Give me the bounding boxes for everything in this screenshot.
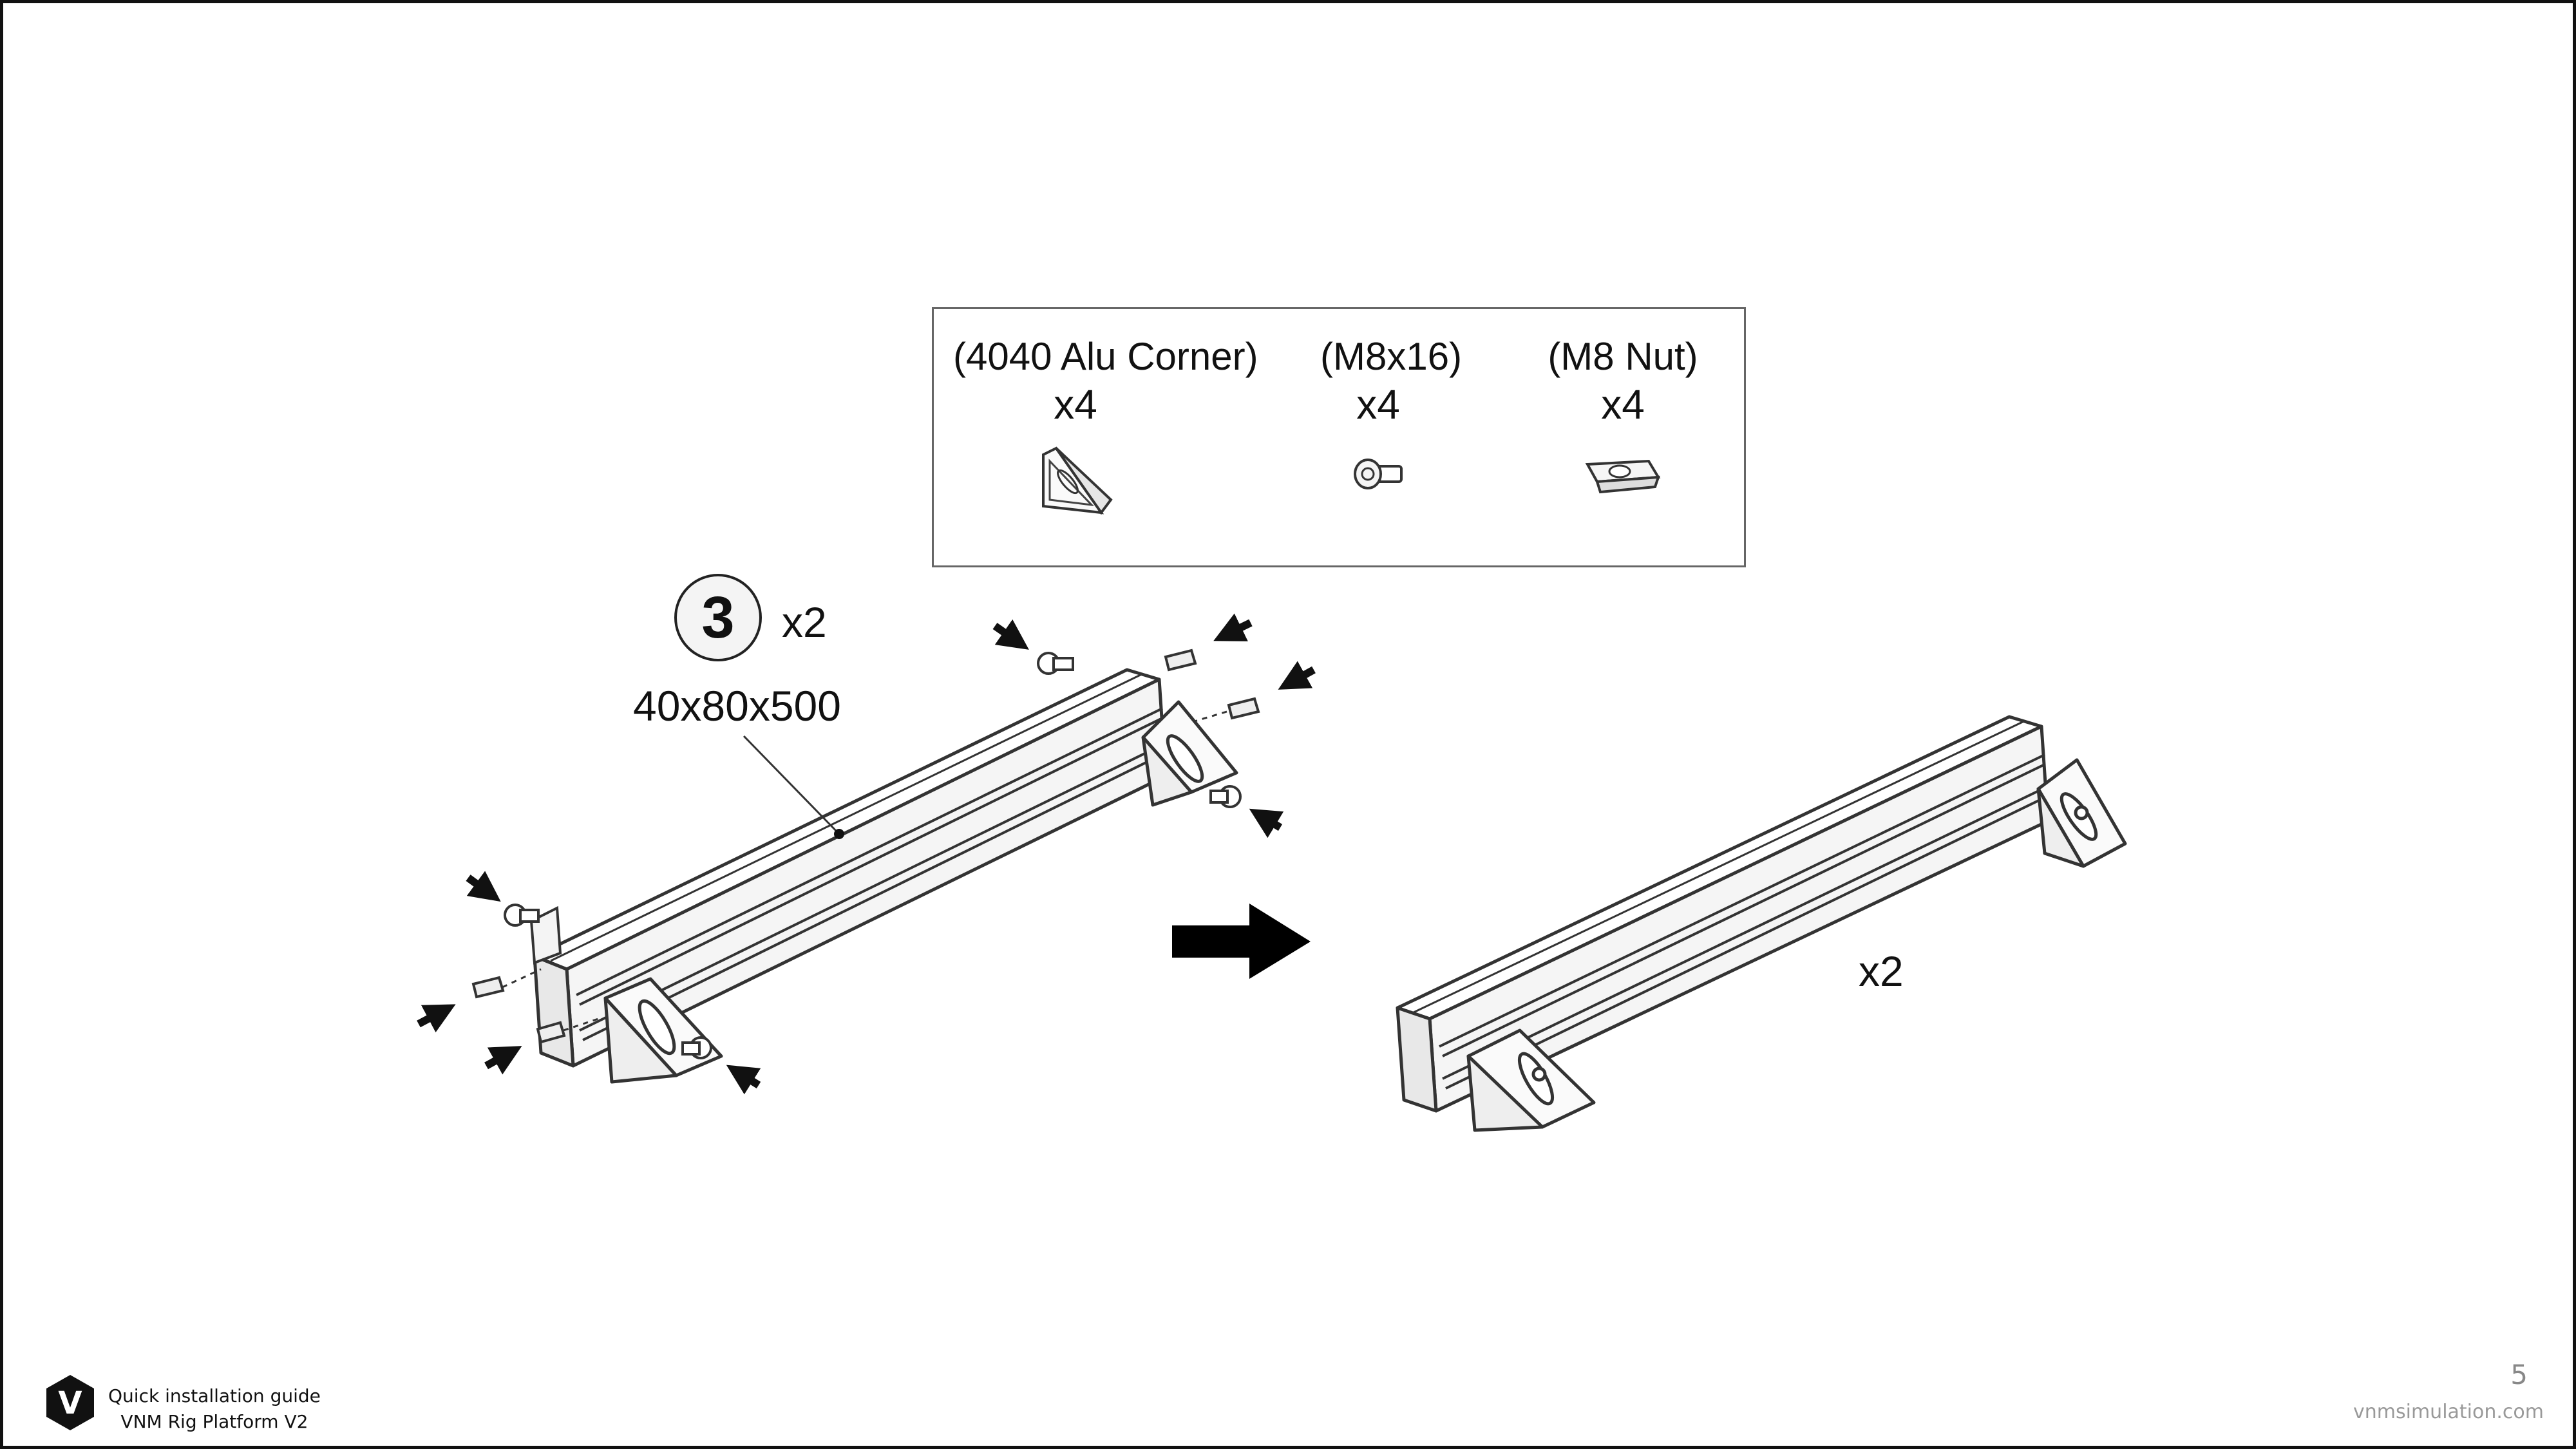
vnm-logo-icon: V xyxy=(46,1375,94,1430)
assembly-guide-lines xyxy=(502,710,1227,1032)
part-qty: x4 xyxy=(1054,381,1097,428)
alu-corner-assembled-front xyxy=(1466,1028,1596,1132)
profile-beam-exploded xyxy=(533,668,1168,1068)
profile-leader-line xyxy=(743,735,840,835)
website-link[interactable]: vnmsimulation.com xyxy=(2353,1401,2544,1423)
instruction-arrows xyxy=(417,613,1316,1095)
page-number: 5 xyxy=(2510,1359,2528,1390)
step-multiplier: x2 xyxy=(782,598,827,646)
footer-line-1: Quick installation guide xyxy=(108,1385,321,1406)
profile-leader-dot xyxy=(834,829,844,839)
part-qty: x4 xyxy=(1356,381,1400,428)
footer-guide-title: Quick installation guide VNM Rig Platfor… xyxy=(108,1383,321,1435)
step-number-badge: 3 xyxy=(674,574,762,661)
parts-list-box: (4040 Alu Corner) x4 (M8x16) x4 (M8 Nut)… xyxy=(932,307,1746,567)
logo-letter: V xyxy=(58,1385,82,1421)
alu-corner-icon xyxy=(1042,446,1113,515)
alu-corner-right-back xyxy=(1141,700,1238,807)
alu-corner-assembled-back xyxy=(2036,758,2127,868)
profile-beam-assembled xyxy=(1396,715,2050,1113)
t-nut-parts xyxy=(471,649,1260,1044)
part-qty: x4 xyxy=(1601,381,1645,428)
t-nut-icon xyxy=(1585,459,1661,494)
bolt-icon xyxy=(1354,459,1403,489)
bolt-parts xyxy=(504,652,1242,1059)
part-t-nut: (M8 Nut) x4 xyxy=(1542,335,1703,513)
part-name: (M8 Nut) xyxy=(1548,335,1698,378)
next-step-arrow-icon xyxy=(1172,904,1311,979)
result-multiplier: x2 xyxy=(1859,947,1904,995)
profile-dimension-label: 40x80x500 xyxy=(633,682,841,730)
footer-line-2: VNM Rig Platform V2 xyxy=(120,1411,308,1432)
